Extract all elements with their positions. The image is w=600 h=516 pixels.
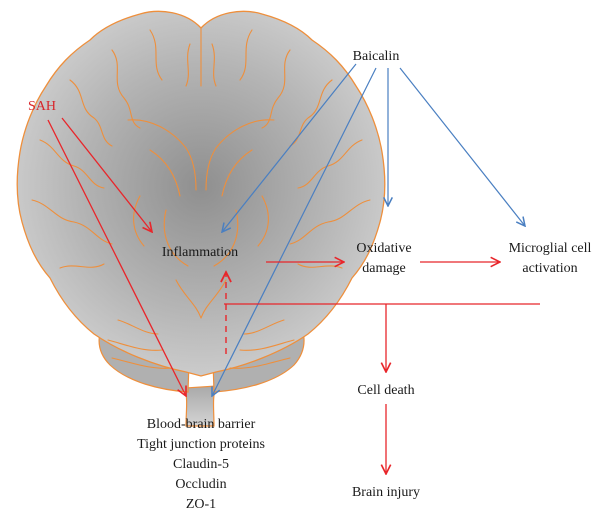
node-bbb: Blood-brain barrier Tight junction prote… xyxy=(137,417,265,512)
node-brain-injury: Brain injury xyxy=(352,485,420,500)
bbb-line: Claudin-5 xyxy=(173,457,229,472)
bbb-line: Occludin xyxy=(175,477,226,492)
bbb-line: Blood-brain barrier xyxy=(147,417,256,432)
node-baicalin: Baicalin xyxy=(353,49,400,64)
bbb-line: Tight junction proteins xyxy=(137,437,265,452)
edge-baicalin-to-microglial xyxy=(399,67,525,226)
brain-illustration xyxy=(16,10,386,427)
node-inflammation: Inflammation xyxy=(162,245,238,260)
edge-baicalin-to-inflammation xyxy=(222,63,357,232)
brain-gyri xyxy=(31,27,371,369)
node-microglial-line2: activation xyxy=(522,261,577,276)
edge-sah-to-inflammation xyxy=(61,117,152,232)
node-cell-death: Cell death xyxy=(357,383,414,398)
brain-outline xyxy=(16,10,386,377)
edge-baicalin-to-bbb xyxy=(212,67,377,396)
bbb-line: ZO-1 xyxy=(186,497,216,512)
edge-sah-to-bbb xyxy=(47,119,186,396)
node-microglial-line1: Microglial cell xyxy=(509,241,592,256)
node-sah: SAH xyxy=(28,99,56,114)
node-oxidative-line1: Oxidative xyxy=(356,241,411,256)
node-oxidative-line2: damage xyxy=(362,261,406,276)
